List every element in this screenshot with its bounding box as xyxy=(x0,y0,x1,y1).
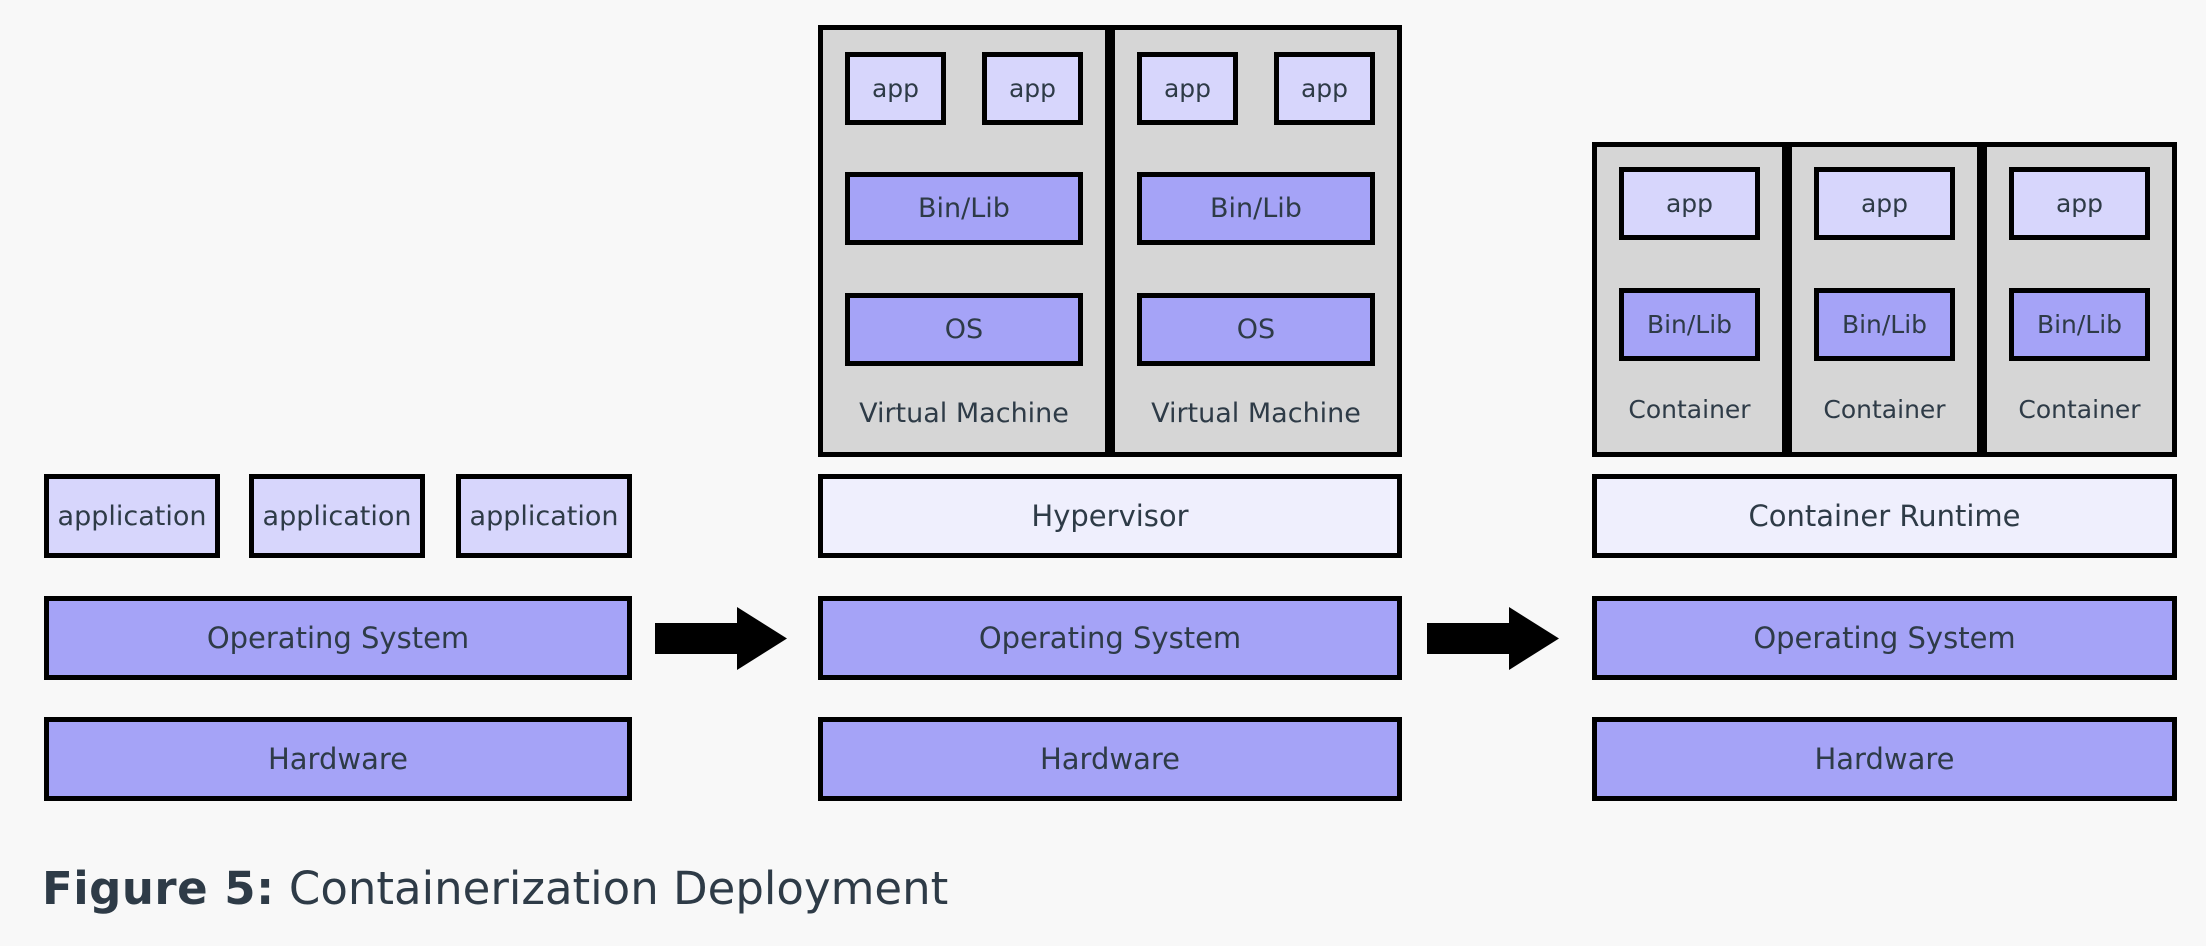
container-label: Container xyxy=(1628,395,1751,424)
guest-os-box: OS xyxy=(845,293,1083,366)
app-label: app xyxy=(871,74,920,103)
bin-lib-box: Bin/Lib xyxy=(2009,288,2150,361)
bin-lib-label: Bin/Lib xyxy=(1646,310,1733,339)
container-label: Container xyxy=(2018,395,2141,424)
bin-lib-label: Bin/Lib xyxy=(1210,193,1302,224)
hardware-bar: Hardware xyxy=(1592,717,2177,801)
hardware-label: Hardware xyxy=(1039,741,1180,776)
operating-system-bar: Operating System xyxy=(44,596,632,680)
application-label: application xyxy=(262,500,412,532)
hardware-bar: Hardware xyxy=(818,717,1402,801)
app-box: app xyxy=(1619,167,1760,240)
hardware-label: Hardware xyxy=(267,741,408,776)
container-label: Container xyxy=(1823,395,1946,424)
container-group-2: app Bin/Lib Container xyxy=(1787,142,1982,457)
arrow-traditional-to-virtualized xyxy=(655,607,787,670)
figure-caption: Figure 5: Containerization Deployment xyxy=(42,862,948,915)
bin-lib-box: Bin/Lib xyxy=(1619,288,1760,361)
bin-lib-label: Bin/Lib xyxy=(1841,310,1928,339)
operating-system-label: Operating System xyxy=(1753,620,2016,655)
bin-lib-box: Bin/Lib xyxy=(1814,288,1955,361)
hypervisor-bar: Hypervisor xyxy=(818,474,1402,558)
hardware-bar: Hardware xyxy=(44,717,632,801)
application-box-2: application xyxy=(249,474,425,558)
app-label: app xyxy=(2055,189,2104,218)
app-box: app xyxy=(2009,167,2150,240)
virtual-machine-group-1: app app Bin/Lib OS Virtual Machine xyxy=(818,25,1110,457)
hypervisor-label: Hypervisor xyxy=(1031,498,1189,533)
virtual-machine-group-2: app app Bin/Lib OS Virtual Machine xyxy=(1110,25,1402,457)
application-label: application xyxy=(57,500,207,532)
operating-system-label: Operating System xyxy=(206,620,470,655)
guest-os-label: OS xyxy=(1236,314,1276,345)
operating-system-bar: Operating System xyxy=(818,596,1402,680)
bin-lib-box: Bin/Lib xyxy=(845,172,1083,245)
bin-lib-label: Bin/Lib xyxy=(918,193,1010,224)
application-box-3: application xyxy=(456,474,632,558)
container-group-3: app Bin/Lib Container xyxy=(1982,142,2177,457)
virtual-machine-label: Virtual Machine xyxy=(859,398,1069,429)
container-runtime-label: Container Runtime xyxy=(1748,498,2021,533)
bin-lib-box: Bin/Lib xyxy=(1137,172,1375,245)
app-box: app xyxy=(1137,52,1238,125)
app-box: app xyxy=(1274,52,1375,125)
app-box: app xyxy=(982,52,1083,125)
application-label: application xyxy=(469,500,619,532)
app-label: app xyxy=(1008,74,1057,103)
container-runtime-bar: Container Runtime xyxy=(1592,474,2177,558)
guest-os-label: OS xyxy=(944,314,984,345)
arrow-virtualized-to-container xyxy=(1427,607,1559,670)
app-label: app xyxy=(1665,189,1714,218)
operating-system-label: Operating System xyxy=(978,620,1242,655)
app-label: app xyxy=(1860,189,1909,218)
hardware-label: Hardware xyxy=(1814,741,1955,776)
app-box: app xyxy=(1814,167,1955,240)
virtual-machine-label: Virtual Machine xyxy=(1151,398,1361,429)
app-label: app xyxy=(1300,74,1349,103)
application-box-1: application xyxy=(44,474,220,558)
operating-system-bar: Operating System xyxy=(1592,596,2177,680)
figure-caption-text: Containerization Deployment xyxy=(288,862,949,915)
app-label: app xyxy=(1163,74,1212,103)
app-box: app xyxy=(845,52,946,125)
figure-caption-label: Figure 5: xyxy=(42,862,275,915)
guest-os-box: OS xyxy=(1137,293,1375,366)
container-group-1: app Bin/Lib Container xyxy=(1592,142,1787,457)
bin-lib-label: Bin/Lib xyxy=(2036,310,2123,339)
